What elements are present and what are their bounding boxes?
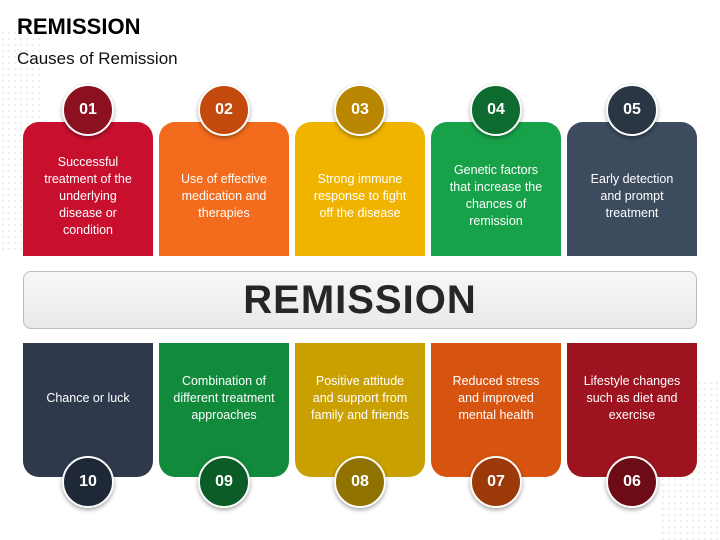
cause-badge-03: 03	[334, 84, 386, 136]
cause-badge-06: 06	[606, 456, 658, 508]
cause-badge-08: 08	[334, 456, 386, 508]
cause-card-02: Use of effective medication and therapie…	[159, 122, 289, 256]
cause-text-02: Use of effective medication and therapie…	[181, 171, 267, 220]
cause-card-03: Strong immune response to fight off the …	[295, 122, 425, 256]
cause-card-04: Genetic factors that increase the chance…	[431, 122, 561, 256]
cause-card-07: Reduced stress and improved mental healt…	[431, 343, 561, 477]
cause-text-09: Combination of different treatment appro…	[173, 373, 275, 422]
cause-badge-07: 07	[470, 456, 522, 508]
cause-badge-04: 04	[470, 84, 522, 136]
cause-card-06: Lifestyle changes such as diet and exerc…	[567, 343, 697, 477]
cause-text-05: Early detection and prompt treatment	[590, 171, 674, 220]
cause-text-06: Lifestyle changes such as diet and exerc…	[583, 373, 681, 422]
cause-badge-05: 05	[606, 84, 658, 136]
cause-badge-09: 09	[198, 456, 250, 508]
slide-title: REMISSION	[17, 14, 141, 39]
remission-banner: REMISSION	[23, 271, 697, 329]
cause-badge-02: 02	[198, 84, 250, 136]
cause-card-09: Combination of different treatment appro…	[159, 343, 289, 477]
cause-badge-01: 01	[62, 84, 114, 136]
cause-card-05: Early detection and prompt treatment	[567, 122, 697, 256]
cause-card-01: Successful treatment of the underlying d…	[23, 122, 153, 256]
cause-text-01: Successful treatment of the underlying d…	[44, 154, 132, 237]
cause-text-03: Strong immune response to fight off the …	[313, 171, 407, 220]
cause-card-10: Chance or luck	[23, 343, 153, 477]
cause-text-07: Reduced stress and improved mental healt…	[452, 373, 540, 422]
cause-badge-10: 10	[62, 456, 114, 508]
cause-card-08: Positive attitude and support from famil…	[295, 343, 425, 477]
cause-text-04: Genetic factors that increase the chance…	[449, 163, 543, 228]
cause-text-10: Chance or luck	[46, 390, 130, 405]
slide-subtitle: Causes of Remission	[17, 49, 178, 68]
cause-text-08: Positive attitude and support from famil…	[311, 373, 409, 422]
